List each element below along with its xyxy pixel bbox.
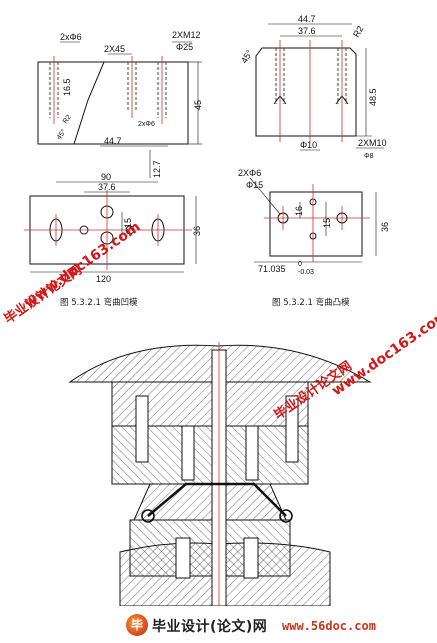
punch-front-labels: 44.7 37.6 R2 45° 48.5 Φ10 2XM10 Φ8 bbox=[239, 14, 386, 160]
caption-die: 图 5.3.2.1 弯曲凹模 bbox=[60, 298, 138, 308]
punch-plan-labels: 2XΦ6 Φ15 16 15 36 71.035 0 -0.03 bbox=[238, 168, 390, 276]
assembly-section bbox=[68, 342, 372, 606]
label-holes-1: 2xΦ6 bbox=[60, 32, 82, 42]
punch-front-view bbox=[255, 23, 384, 151]
label-15: 15 bbox=[123, 218, 133, 228]
label-45: 45 bbox=[193, 100, 203, 110]
label-dia10: Φ10 bbox=[300, 140, 317, 150]
label-dia15: Φ15 bbox=[246, 180, 263, 190]
label-16: 16 bbox=[294, 206, 304, 216]
label-36: 36 bbox=[192, 226, 202, 236]
label-dia8: Φ8 bbox=[364, 153, 374, 160]
label-2xdia6: 2XΦ6 bbox=[238, 168, 261, 178]
punch-plan-view bbox=[249, 177, 377, 263]
label-tol-upper: 0 bbox=[298, 261, 302, 268]
label-holes-2: 2X45 bbox=[104, 44, 125, 54]
label-12-7: 12.7 bbox=[152, 160, 162, 178]
label-r2: R2 bbox=[351, 24, 365, 39]
label-37-6: 37.6 bbox=[98, 182, 116, 192]
footer-banner: 毕 毕业设计(论文)网 www.56doc.com bbox=[0, 606, 437, 643]
caption-punch: 图 5.3.2.1 弯曲凸模 bbox=[272, 298, 350, 308]
die-front-labels: 2xΦ6 2X45 2XM12 Φ25 16.5 45 44.7 12.7 2x… bbox=[55, 30, 203, 178]
label-angle-1: 45° bbox=[55, 128, 68, 141]
label-16-5: 16.5 bbox=[62, 78, 72, 96]
label-holes-3: 2xΦ6 bbox=[138, 121, 155, 128]
label-thread-2: Φ25 bbox=[176, 42, 193, 52]
label-48-5: 48.5 bbox=[368, 88, 378, 106]
label-71: 71.035 bbox=[258, 264, 286, 274]
label-tol-lower: -0.03 bbox=[298, 269, 314, 276]
die-plan-labels: 90 37.6 15 36 120 bbox=[96, 172, 202, 284]
label-44-7-punch: 44.7 bbox=[298, 14, 316, 24]
engineering-drawing: 2xΦ6 2X45 2XM12 Φ25 16.5 45 44.7 12.7 2x… bbox=[1, 14, 437, 606]
label-90: 90 bbox=[101, 172, 111, 182]
label-45deg: 45° bbox=[239, 48, 255, 65]
die-front-view bbox=[37, 41, 202, 178]
label-chamfer: R2 bbox=[62, 114, 73, 125]
logo-icon: 毕 bbox=[126, 614, 148, 636]
label-36-punch: 36 bbox=[380, 222, 390, 232]
watermark-url-2: www.doc163.com bbox=[329, 307, 437, 399]
label-44-7: 44.7 bbox=[104, 136, 122, 146]
footer-url[interactable]: www.56doc.com bbox=[282, 619, 376, 633]
label-2xm10: 2XM10 bbox=[358, 138, 387, 148]
label-37-6-punch: 37.6 bbox=[298, 26, 316, 36]
label-thread-1: 2XM12 bbox=[172, 30, 201, 40]
footer-title: 毕业设计(论文)网 bbox=[152, 619, 268, 635]
label-15-punch: 15 bbox=[322, 218, 332, 228]
label-120: 120 bbox=[96, 274, 111, 284]
die-plan-view bbox=[24, 181, 197, 273]
